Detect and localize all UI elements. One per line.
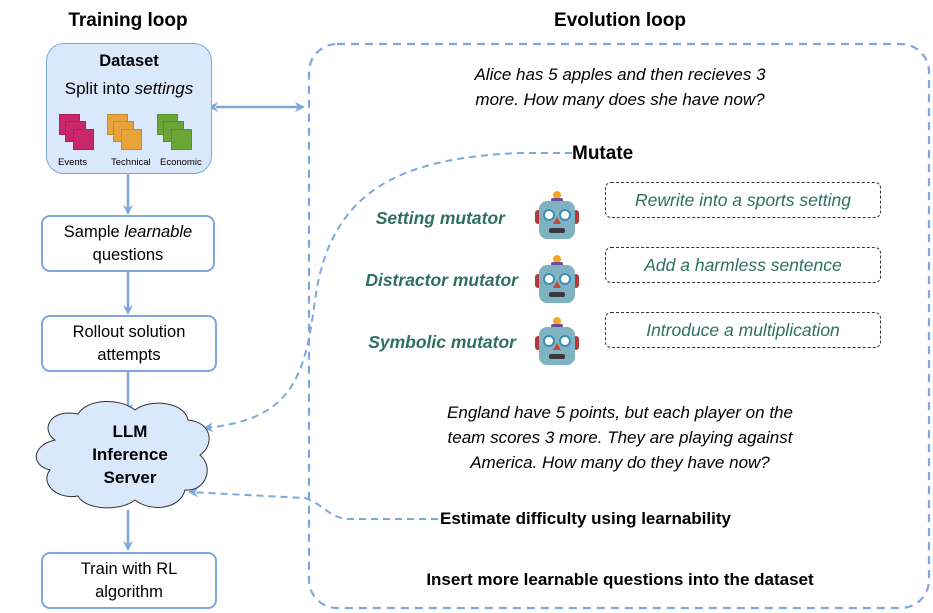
setting-mutator-label: Setting mutator xyxy=(375,208,505,228)
rollout-step-line2: attempts xyxy=(97,345,161,364)
sample-step-line2: questions xyxy=(92,245,164,264)
dataset-subtitle-italic: settings xyxy=(134,79,194,98)
sample-step-italic: learnable xyxy=(124,222,193,241)
estimate-difficulty-label: Estimate difficulty using learnability xyxy=(440,509,731,528)
symbolic-action-box: Introduce a multiplication xyxy=(605,312,881,348)
llm-server-label[interactable]: LLM Inference Server xyxy=(60,420,200,489)
dataset-subtitle-prefix: Split into xyxy=(64,79,135,98)
evolution-loop-frame xyxy=(307,42,931,610)
sample-step-line1: Sample learnable xyxy=(64,221,192,244)
robot-icon xyxy=(535,191,579,239)
sample-questions-step[interactable]: Sample learnable questions xyxy=(41,215,215,272)
server-line1: LLM xyxy=(112,422,148,441)
technical-stack-icon xyxy=(121,129,142,150)
rollout-step[interactable]: Rollout solution attempts xyxy=(41,315,217,372)
server-line2: Inference xyxy=(92,445,168,464)
mutate-to-server-connector xyxy=(203,152,572,433)
insert-questions-label: Insert more learnable questions into the… xyxy=(426,570,814,589)
server-line3: Server xyxy=(103,468,157,487)
dataset-subtitle: Split into settings xyxy=(65,77,194,100)
economic-stack-icon xyxy=(171,129,192,150)
llm-server-cloud xyxy=(35,400,210,509)
setting-action-box: Rewrite into a sports setting xyxy=(605,182,881,218)
category-label-technical: Technical xyxy=(111,157,151,168)
dataset-title: Dataset xyxy=(99,52,159,70)
evolution-loop-title: Evolution loop xyxy=(554,10,686,31)
distractor-action-box: Add a harmless sentence xyxy=(605,247,881,283)
category-label-events: Events xyxy=(58,157,88,168)
train-rl-step[interactable]: Train with RL algorithm xyxy=(41,552,217,609)
original-question-line1: Alice has 5 apples and then recieves 3 xyxy=(474,65,766,84)
original-question-line2: more. How many does she have now? xyxy=(475,90,765,109)
mutated-question-line1: England have 5 points, but each player o… xyxy=(447,403,793,422)
estimate-to-server-connector xyxy=(188,487,438,520)
mutated-question: England have 5 points, but each player o… xyxy=(380,400,860,475)
mutated-question-line3: America. How many do they have now? xyxy=(470,453,770,472)
mutated-question-line2: team scores 3 more. They are playing aga… xyxy=(447,428,793,447)
dataset-box[interactable]: Dataset Split into settings xyxy=(46,43,212,174)
original-question: Alice has 5 apples and then recieves 3 m… xyxy=(400,62,840,112)
sample-step-prefix: Sample xyxy=(63,222,125,241)
category-label-economic: Economic xyxy=(160,157,202,168)
robot-icon xyxy=(535,317,579,365)
distractor-mutator-label: Distractor mutator xyxy=(365,270,518,290)
events-stack-icon xyxy=(73,129,94,150)
symbolic-mutator-label: Symbolic mutator xyxy=(368,332,516,352)
train-step-line2: algorithm xyxy=(95,582,163,601)
robot-icon xyxy=(535,255,579,303)
mutate-label: Mutate xyxy=(572,143,634,164)
training-loop-title: Training loop xyxy=(68,10,188,31)
train-step-line1: Train with RL xyxy=(80,559,178,578)
rollout-step-line1: Rollout solution xyxy=(72,322,186,341)
